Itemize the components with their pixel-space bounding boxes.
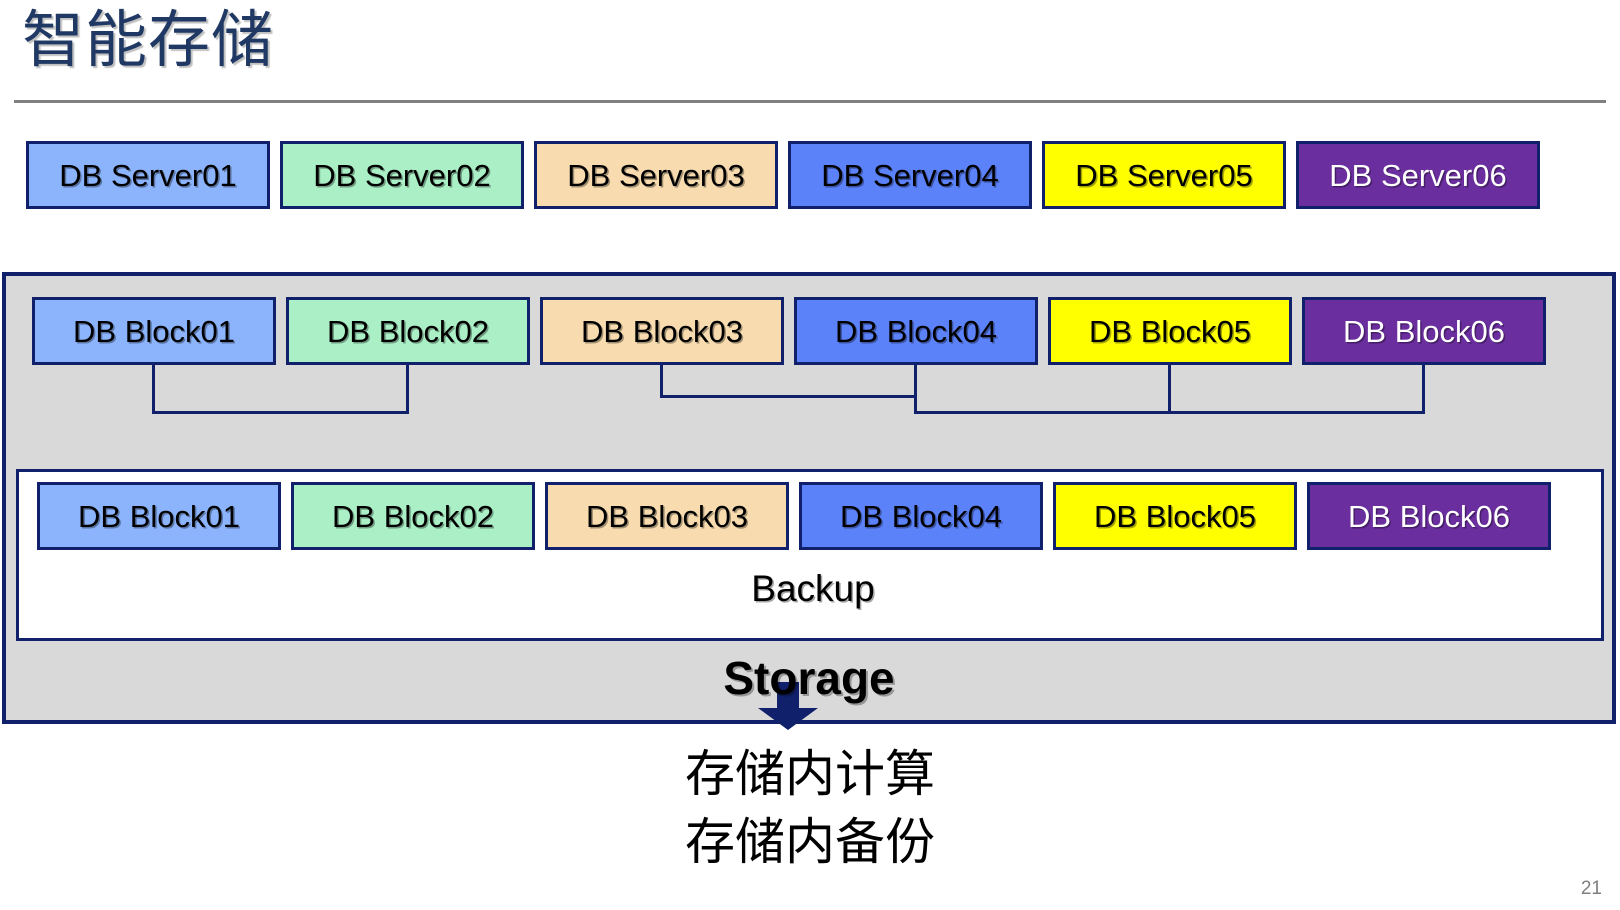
db-block-primary-3: DB Block03 <box>540 297 784 365</box>
db-block-primary-1: DB Block01 <box>32 297 276 365</box>
db-block-primary-4: DB Block04 <box>794 297 1038 365</box>
db-server-box-2: DB Server02 <box>280 141 524 209</box>
db-server-box-3: DB Server03 <box>534 141 778 209</box>
page-number: 21 <box>1580 878 1602 899</box>
bracket-block04-06-right <box>1422 365 1425 411</box>
db-block-backup-6: DB Block06 <box>1307 482 1551 550</box>
caption-line-1: 存储内计算 <box>685 746 935 802</box>
db-block-backup-2: DB Block02 <box>291 482 535 550</box>
bracket-block04-05-right <box>1168 365 1171 411</box>
caption-line-2: 存储内备份 <box>685 814 935 870</box>
db-server-box-1: DB Server01 <box>26 141 270 209</box>
bracket-block01-02-right <box>406 365 409 411</box>
title-divider <box>14 100 1606 103</box>
bracket-block03-04-left <box>660 365 663 395</box>
db-block-primary-5: DB Block05 <box>1048 297 1292 365</box>
page-title: 智能存储 <box>22 6 275 75</box>
bracket-block04-06-bottom <box>914 411 1425 414</box>
db-server-box-5: DB Server05 <box>1042 141 1286 209</box>
bracket-block01-02-bottom <box>152 411 409 414</box>
backup-label: Backup <box>751 568 875 609</box>
bracket-block01-02-left <box>152 365 155 411</box>
db-block-backup-4: DB Block04 <box>799 482 1043 550</box>
db-block-backup-1: DB Block01 <box>37 482 281 550</box>
db-block-backup-3: DB Block03 <box>545 482 789 550</box>
storage-label: Storage <box>723 652 895 704</box>
bracket-block03-04-bottom <box>660 395 917 398</box>
db-server-box-6: DB Server06 <box>1296 141 1540 209</box>
caption-block: 存储内计算存储内备份 <box>0 740 1620 876</box>
db-block-backup-5: DB Block05 <box>1053 482 1297 550</box>
bracket-block04-06-left <box>914 365 917 411</box>
db-block-primary-2: DB Block02 <box>286 297 530 365</box>
db-server-box-4: DB Server04 <box>788 141 1032 209</box>
db-block-primary-6: DB Block06 <box>1302 297 1546 365</box>
down-arrow-icon <box>758 682 818 730</box>
